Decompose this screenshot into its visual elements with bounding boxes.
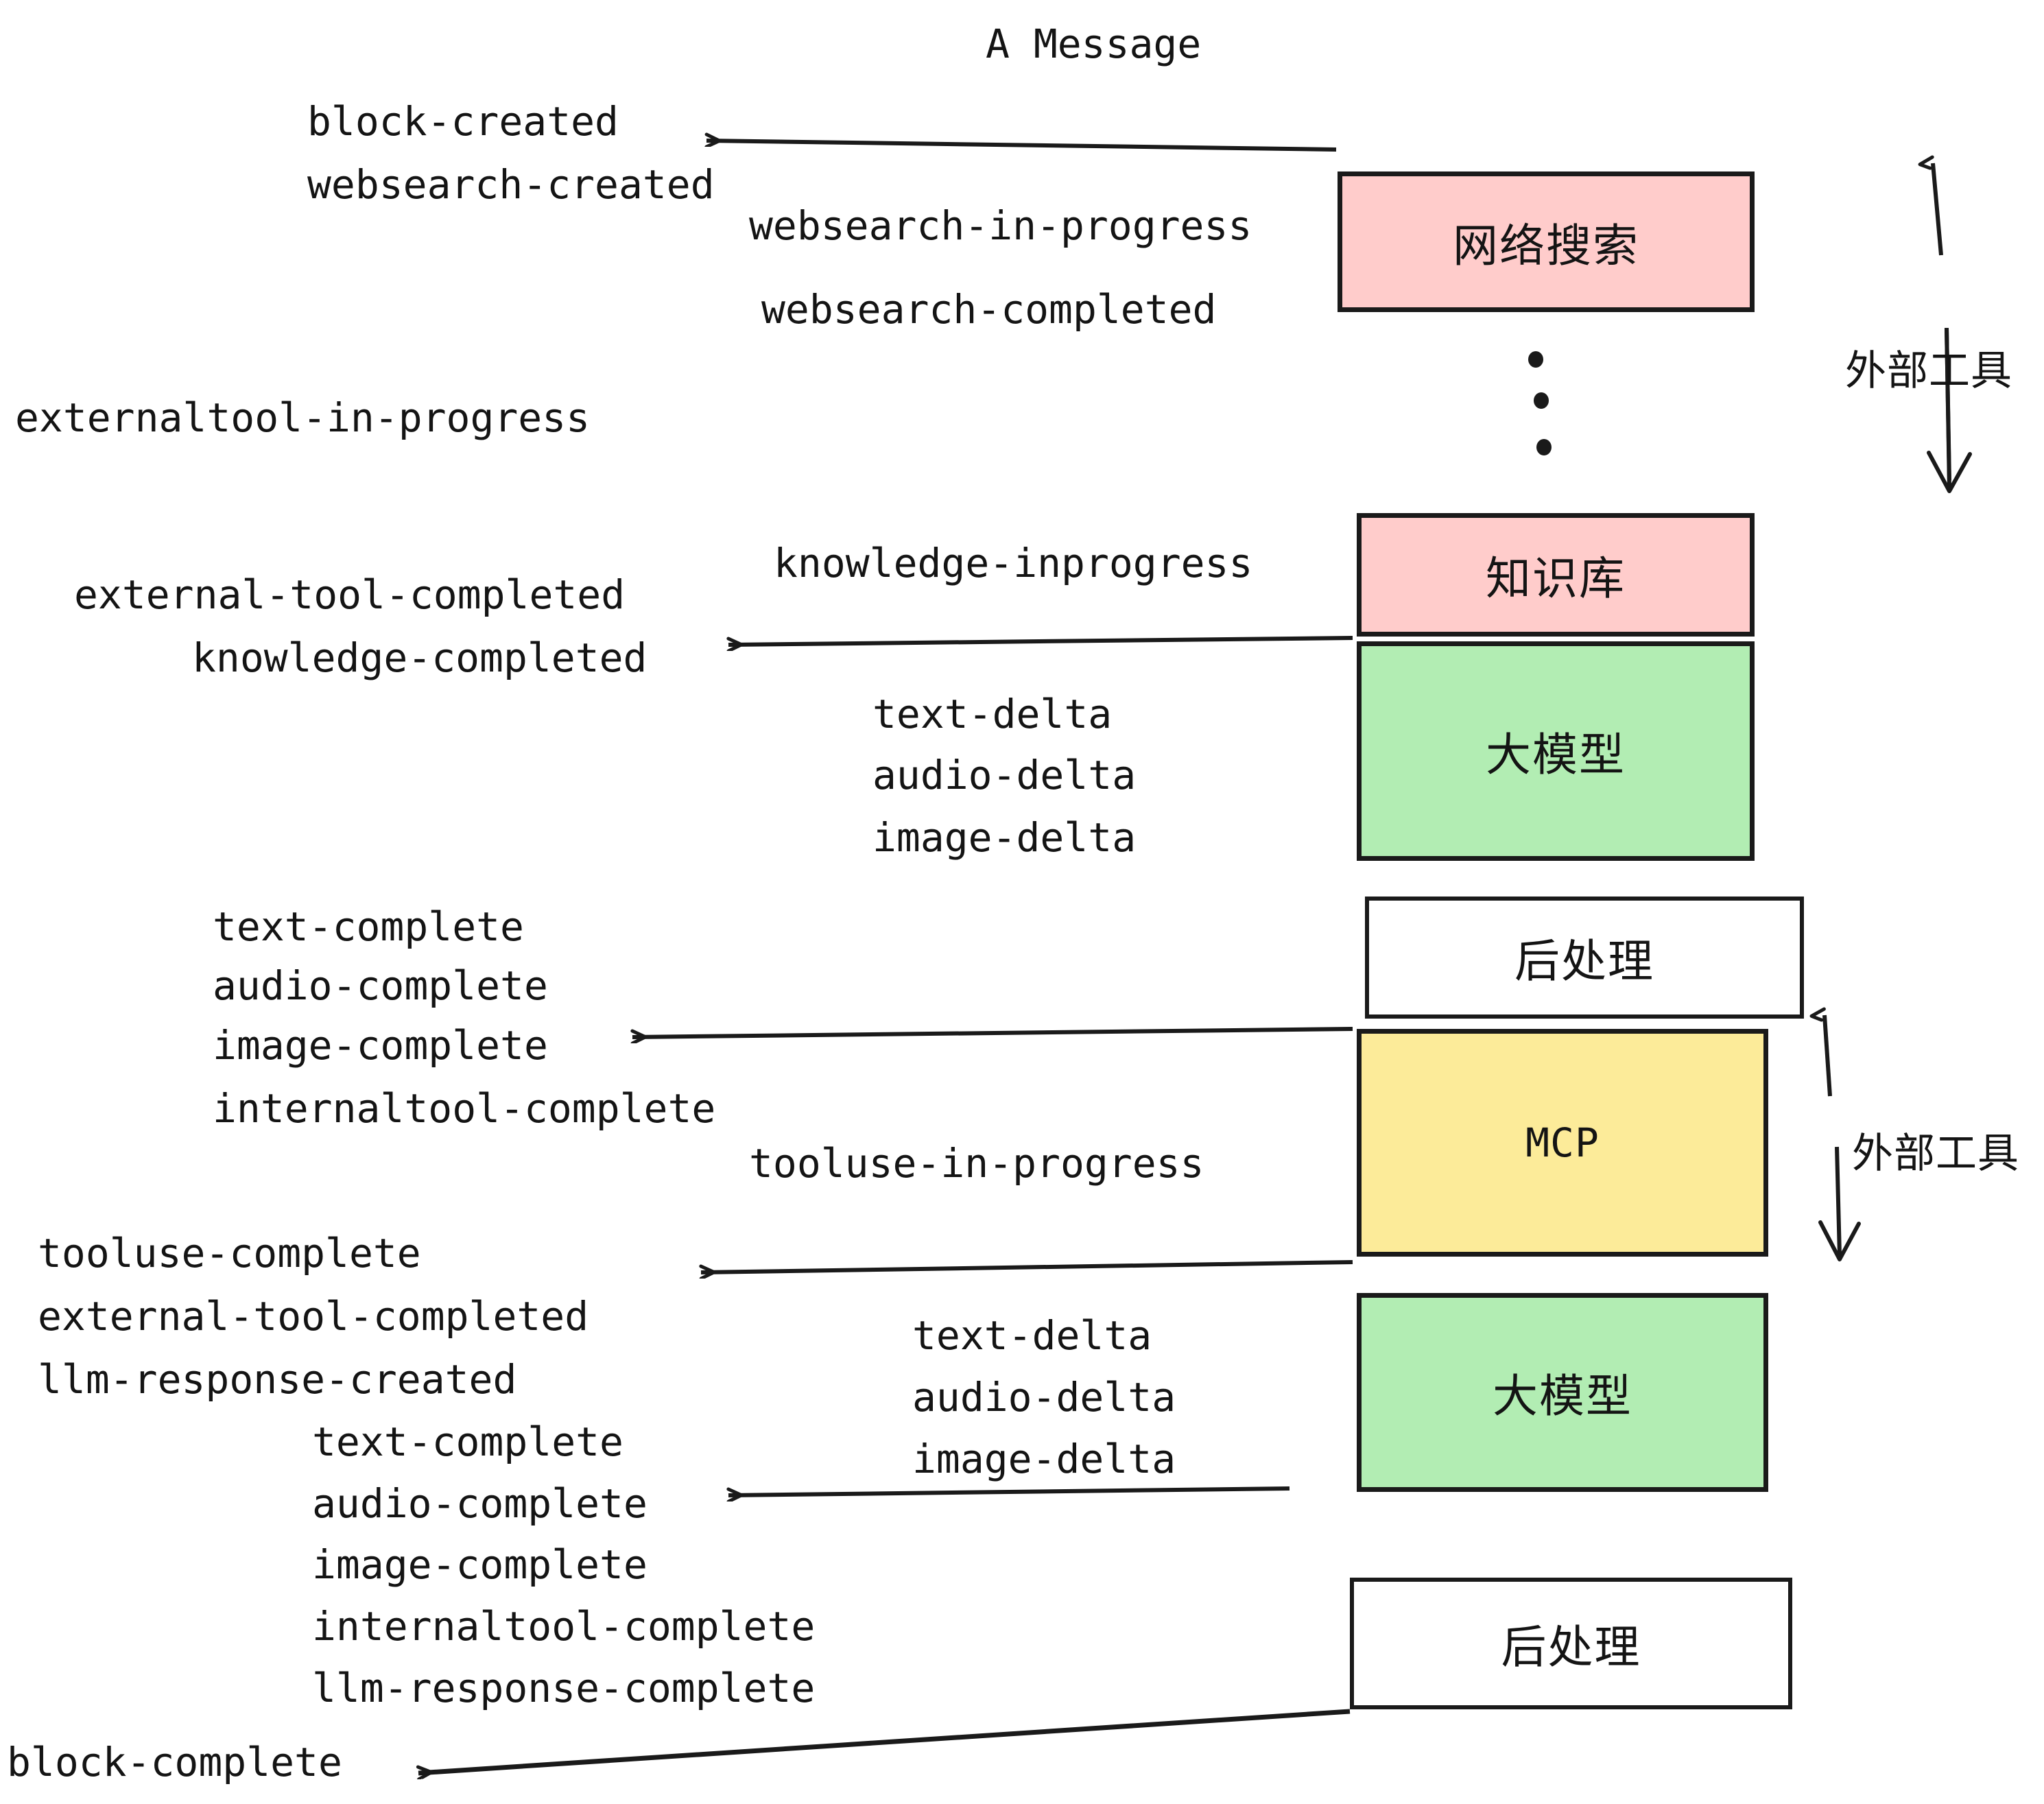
event-llm-response-created: llm-response-created [38, 1356, 517, 1403]
event-externaltool-in-progress: externaltool-in-progress [15, 394, 591, 441]
event-audio-complete-2: audio-complete [312, 1480, 647, 1527]
event-internaltool-complete-2: internaltool-complete [312, 1603, 816, 1650]
node-mcp[interactable]: MCP [1357, 1029, 1768, 1257]
event-block-complete: block-complete [7, 1739, 342, 1785]
event-audio-delta-2: audio-delta [912, 1374, 1176, 1421]
ellipsis-dot [1528, 351, 1543, 368]
page-title: A Message [986, 21, 1202, 67]
event-image-delta-1: image-delta [872, 814, 1137, 861]
event-audio-delta-1: audio-delta [872, 752, 1137, 798]
event-text-delta-1: text-delta [872, 691, 1113, 737]
node-llm-2[interactable]: 大模型 [1357, 1293, 1768, 1492]
event-external-tool-completed-2: external-tool-completed [38, 1293, 589, 1340]
node-postprocess-1[interactable]: 后处理 [1365, 897, 1804, 1019]
node-llm-1[interactable]: 大模型 [1357, 641, 1755, 861]
event-image-delta-2: image-delta [912, 1436, 1176, 1482]
node-websearch-label: 网络搜索 [1453, 219, 1639, 272]
arrow-external-tools-up-top [1933, 163, 1943, 256]
event-text-delta-2: text-delta [912, 1312, 1152, 1359]
node-llm-2-label: 大模型 [1493, 1370, 1632, 1423]
event-audio-complete-1: audio-complete [213, 962, 548, 1009]
event-image-complete-1: image-complete [213, 1022, 548, 1069]
group-label-external-tools-bottom: 外部工具 [1852, 1130, 2019, 1178]
event-knowledge-inprogress: knowledge-inprogress [774, 540, 1253, 586]
arrowhead-external-tools-down-top [1927, 451, 1972, 493]
arrow-knowledge-to-knowledge-completed [728, 636, 1353, 645]
node-llm-1-label: 大模型 [1486, 728, 1626, 781]
arrow-llm1-to-image-complete [632, 1027, 1353, 1037]
event-websearch-in-progress: websearch-in-progress [749, 202, 1252, 249]
arrow-external-tools-up-bottom [1825, 1015, 1832, 1097]
node-postprocess-2[interactable]: 后处理 [1350, 1578, 1792, 1709]
event-block-created: block-created [307, 98, 619, 145]
event-llm-response-complete: llm-response-complete [312, 1665, 816, 1711]
event-text-complete-1: text-complete [213, 903, 524, 950]
group-label-external-tools-top: 外部工具 [1845, 347, 2012, 395]
node-websearch[interactable]: 网络搜索 [1338, 171, 1755, 312]
arrow-mcp-to-tooluse-complete [701, 1260, 1353, 1272]
event-tooluse-complete: tooluse-complete [38, 1230, 421, 1277]
arrow-postprocess2-to-block-complete [418, 1709, 1351, 1773]
event-tooluse-in-progress: tooluse-in-progress [749, 1140, 1204, 1187]
arrow-external-tools-downline-bottom [1835, 1146, 1842, 1256]
node-mcp-label: MCP [1525, 1119, 1600, 1166]
arrow-llm2-to-audio-complete [728, 1486, 1290, 1495]
node-knowledge[interactable]: 知识库 [1357, 513, 1755, 637]
node-postprocess-2-label: 后处理 [1501, 1621, 1641, 1674]
arrowhead-external-tools-down-bottom [1818, 1220, 1861, 1261]
event-websearch-completed: websearch-completed [761, 286, 1217, 333]
node-postprocess-1-label: 后处理 [1514, 935, 1654, 988]
event-external-tool-completed: external-tool-completed [74, 571, 626, 618]
event-image-complete-2: image-complete [312, 1541, 647, 1588]
ellipsis-dot [1534, 392, 1549, 409]
event-internaltool-complete-1: internaltool-complete [213, 1085, 716, 1132]
ellipsis-dot [1536, 439, 1552, 455]
event-websearch-created: websearch-created [307, 161, 715, 208]
event-knowledge-completed: knowledge-completed [192, 634, 647, 681]
event-text-complete-2: text-complete [312, 1419, 623, 1465]
node-knowledge-label: 知识库 [1486, 552, 1626, 605]
arrow-websearch-to-block-created [706, 141, 1337, 152]
